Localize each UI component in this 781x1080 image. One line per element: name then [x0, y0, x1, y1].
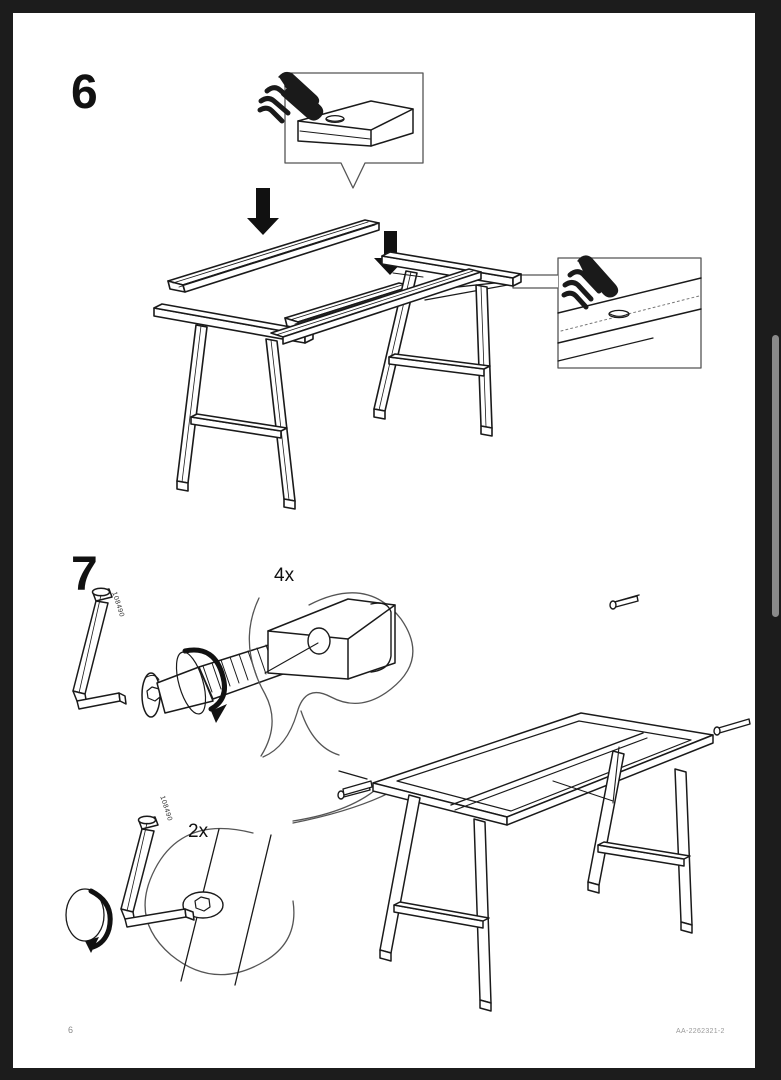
- step-6-number: 6: [71, 66, 98, 119]
- step-7-illustration: [65, 587, 751, 1012]
- page-number: 6: [68, 1025, 74, 1035]
- article-code: AA-2262321-2: [676, 1028, 725, 1035]
- assembled-table-frame: [337, 594, 751, 1012]
- instruction-page: 6: [13, 13, 755, 1068]
- step-6-illustration: [153, 71, 702, 510]
- callout-circle-4x: [248, 592, 414, 758]
- direction-arrow: [247, 188, 279, 235]
- rail-part: [167, 219, 380, 293]
- bolt-in-place: [338, 770, 368, 780]
- allen-key-part: [120, 815, 195, 928]
- hand-pointer-icon: [257, 71, 324, 124]
- scrollbar-track[interactable]: [770, 0, 781, 1080]
- callout-box-top: [257, 71, 424, 189]
- rail-attached: [270, 268, 482, 345]
- scrollbar-thumb[interactable]: [772, 335, 779, 617]
- callout-box-right: [512, 255, 702, 369]
- hand-pointer-icon: [561, 255, 619, 310]
- trestle-left: [153, 303, 314, 510]
- quantity-label-2x: 2x: [188, 821, 209, 842]
- callout-circle-2x: [65, 780, 386, 986]
- allen-key-part: [72, 587, 127, 710]
- quantity-label-4x: 4x: [274, 565, 295, 586]
